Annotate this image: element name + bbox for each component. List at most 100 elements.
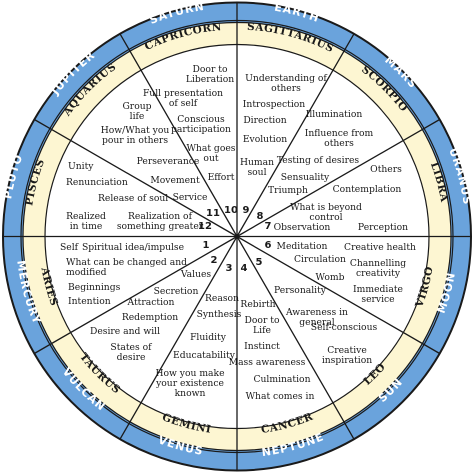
keyword-label: Realized <box>66 211 106 222</box>
keyword-label: Influence from <box>305 128 374 139</box>
keyword-label: Synthesis <box>197 309 242 320</box>
keyword-label: Illumination <box>306 109 363 120</box>
keyword-label: others <box>271 83 301 94</box>
keyword-label: Reason <box>205 293 239 304</box>
keyword-label: Culmination <box>253 374 310 385</box>
keyword-label: general <box>299 317 335 328</box>
segment-dividers <box>3 2 471 471</box>
divider-line <box>236 118 440 238</box>
house-number: 4 <box>241 263 248 274</box>
keyword-label: Channelling <box>350 258 406 269</box>
keyword-label: Liberation <box>186 74 234 85</box>
divider-line <box>236 235 440 355</box>
keyword-label: of self <box>169 98 198 109</box>
keyword-label: Self <box>60 242 79 253</box>
keyword-label: Effort <box>208 172 235 183</box>
keyword-label: known <box>175 388 206 399</box>
keyword-label: Personality <box>274 285 327 296</box>
divider-line <box>236 33 355 237</box>
keyword-label: Mass awareness <box>229 357 306 368</box>
keyword-label: Meditation <box>277 241 328 252</box>
house-number: 6 <box>265 240 272 251</box>
keyword-label: modified <box>66 267 107 278</box>
keyword-label: States of <box>110 342 152 353</box>
keyword-label: Understanding of <box>245 73 327 84</box>
house-number: 10 <box>224 205 238 216</box>
keyword-label: Full presentation <box>143 88 223 99</box>
keyword-label: Renunciation <box>66 177 128 188</box>
house-number: 12 <box>198 221 212 232</box>
keyword-label: desire <box>117 352 146 363</box>
divider-line <box>236 236 355 440</box>
keyword-label: others <box>324 138 354 149</box>
keyword-label: Immediate <box>353 284 403 295</box>
keyword-label: What can be changed and <box>66 257 187 268</box>
divider-line <box>34 235 238 355</box>
house-number: 9 <box>243 205 250 216</box>
keyword-label: Perception <box>358 222 408 233</box>
keyword-label: Redemption <box>122 312 178 323</box>
keyword-label: creativity <box>356 268 401 279</box>
keyword-label: inspiration <box>322 355 372 366</box>
keyword-label: Release of soul <box>98 193 168 204</box>
keyword-label: What is beyond <box>290 202 362 213</box>
keyword-label: Evolution <box>243 134 287 145</box>
divider-line <box>119 236 238 440</box>
keyword-label: Self-conscious <box>311 322 378 333</box>
keyword-label: Service <box>173 192 208 203</box>
keyword-label: How/What you <box>101 125 170 136</box>
keyword-line: something greater <box>117 221 204 232</box>
keyword-label: Perseverance <box>137 156 200 167</box>
keyword-label: Sensuality <box>281 172 330 183</box>
keyword-label: Others <box>370 164 402 175</box>
keyword-label: Introspection <box>243 99 306 110</box>
keyword-label: Circulation <box>294 254 346 265</box>
keyword-label: Educatability <box>173 350 236 361</box>
keyword-label: Conscious <box>177 114 225 125</box>
divider-line <box>34 118 238 238</box>
keyword-label: your existence <box>155 378 224 389</box>
keyword-label: life <box>130 111 145 122</box>
keyword-label: Testing of desires <box>277 155 360 166</box>
keyword-label: control <box>309 212 342 223</box>
house-number: 11 <box>206 208 220 219</box>
keyword-label: Secretion <box>154 286 199 297</box>
house-number: 1 <box>203 240 210 251</box>
keyword-label: Human <box>240 157 274 168</box>
keyword-label: out <box>203 153 218 164</box>
keyword-label: Door to <box>193 64 228 75</box>
keyword-label: service <box>361 294 394 305</box>
keyword-label: Intention <box>68 296 111 307</box>
keyword-label: Instinct <box>244 341 280 352</box>
keyword-label: Direction <box>243 115 286 126</box>
keyword-label: Fluidity <box>190 332 227 343</box>
house-number: 3 <box>226 263 233 274</box>
keyword-line: Realization of <box>128 211 193 222</box>
keyword-label: How you make <box>155 368 224 379</box>
keyword-label: Door to <box>245 315 280 326</box>
divider-line <box>119 33 238 237</box>
keyword-label: Rebirth <box>240 299 275 310</box>
house-number: 2 <box>211 255 218 266</box>
keyword-label: What goes <box>186 143 235 154</box>
keyword-label: Womb <box>316 272 345 283</box>
keyword-label: in time <box>70 221 103 232</box>
keyword-label: participation <box>171 124 231 135</box>
keyword-label: Creative <box>327 345 367 356</box>
keyword-label: Observation <box>274 222 331 233</box>
house-number: 7 <box>265 221 272 232</box>
keyword-label: Unity <box>68 161 94 172</box>
keyword-label: Life <box>253 325 271 336</box>
house-number: 5 <box>256 257 263 268</box>
keyword-label: Awareness in <box>285 307 348 318</box>
keyword-label: Group <box>122 101 151 112</box>
keyword-label: pour in others <box>102 135 168 146</box>
keyword-label: Movement <box>150 175 200 186</box>
keyword-label: Beginnings <box>68 282 121 293</box>
keyword-label: Contemplation <box>333 184 402 195</box>
keyword-label: Values <box>180 269 212 280</box>
